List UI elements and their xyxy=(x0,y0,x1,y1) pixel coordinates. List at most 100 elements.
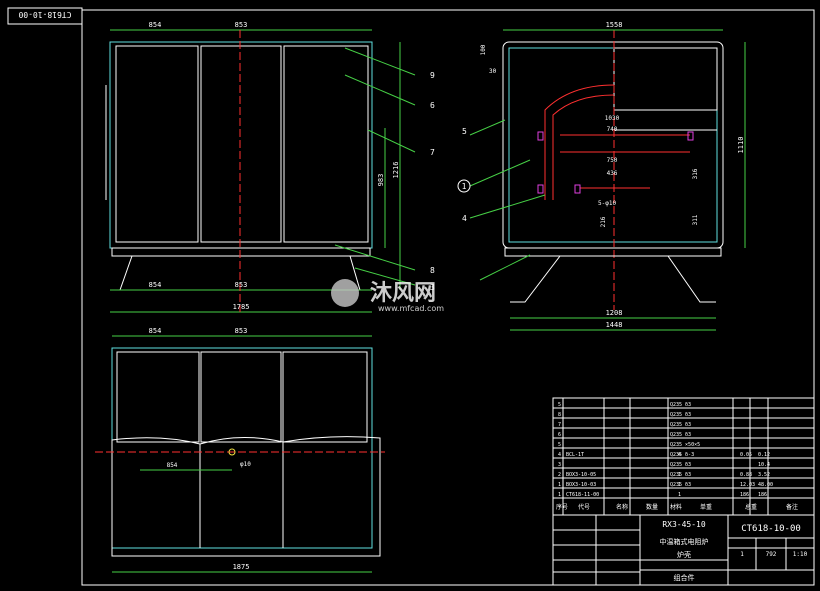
front-dim-height-2: 1216 xyxy=(392,162,400,179)
bom-cell: 6 xyxy=(558,432,561,438)
balloon-7: 7 xyxy=(430,148,435,157)
leader-9 xyxy=(344,47,416,76)
bom-cell: 4 xyxy=(678,452,681,458)
watermark-brand: 沐风网 xyxy=(370,281,436,306)
bom-cell: 5 xyxy=(558,402,561,408)
leader-7 xyxy=(367,129,416,153)
bom-cell: Q235 δ3 xyxy=(670,462,691,468)
bom-cell: 186 xyxy=(758,492,767,498)
tb-title-1: 中温箱式电阻炉 xyxy=(660,537,709,546)
front-leg-left xyxy=(110,255,133,291)
front-dim-mid-a: 854 xyxy=(149,281,162,289)
bottom-dim-total-label: 1875 xyxy=(233,563,250,571)
front-outer-frame xyxy=(109,41,373,249)
side-dim-top-label: 1558 xyxy=(606,21,623,29)
side-leg-left xyxy=(510,255,562,303)
bottom-hole xyxy=(228,448,236,456)
front-view: 854 853 854 853 1785 983 1216 xyxy=(105,21,401,313)
side-terminal-2 xyxy=(537,184,544,194)
title-block: RX3-45-10 中温箱式电阻炉 炉壳 组合件 CT618-10-00 1 7… xyxy=(553,514,814,585)
bottom-hole-label: φ10 xyxy=(240,461,251,468)
front-dim-top-b: 853 xyxy=(235,21,248,29)
side-dim-d2: 740 xyxy=(607,126,618,133)
bom-cell: 8 xyxy=(558,412,561,418)
leader-6 xyxy=(344,74,416,106)
side-dim-d1: 1030 xyxy=(605,115,620,122)
side-terminal-1 xyxy=(537,131,544,141)
bottom-panel-right xyxy=(282,351,368,443)
bom-header-no: 序号 xyxy=(556,503,568,511)
bom-cell: CT618-11-00 xyxy=(566,492,599,498)
bom-cell: Q235 δ-3 xyxy=(670,452,694,458)
side-dim-d8: 30 xyxy=(489,68,497,75)
front-dim-height-1: 983 xyxy=(377,174,385,187)
bom-cell: 186 xyxy=(740,492,749,498)
bom-header-note: 备注 xyxy=(786,503,798,511)
side-hole-label: 5-φ10 xyxy=(598,200,616,207)
side-terminal-3 xyxy=(687,131,694,141)
bom-cell: 0.88 xyxy=(740,472,752,478)
front-dim-mid-b: 853 xyxy=(235,281,248,289)
bom-cell: 48.00 xyxy=(758,482,773,488)
leader-5 xyxy=(469,119,506,136)
leader-4 xyxy=(469,194,546,219)
tb-drawing-no: CT618-10-00 xyxy=(741,524,801,534)
bom-cell: 3 xyxy=(558,462,561,468)
tb-title-2: 炉壳 xyxy=(677,550,691,559)
side-terminal-4 xyxy=(574,184,581,194)
bom-cell: Q235 δ3 xyxy=(670,402,691,408)
side-arch-inner xyxy=(552,94,615,200)
corner-code-box xyxy=(7,7,83,25)
side-leg-right xyxy=(667,255,716,303)
side-outer-frame xyxy=(502,41,724,249)
front-panel-right xyxy=(283,45,369,243)
front-panel-mid xyxy=(200,45,282,243)
side-arch-outer xyxy=(544,84,615,200)
balloon-8: 8 xyxy=(430,266,435,275)
side-dim-d9: 100 xyxy=(480,44,487,55)
side-top-panel xyxy=(613,47,718,111)
bom-cell: 1 xyxy=(678,482,681,488)
side-base xyxy=(504,247,722,257)
bom-cell: BCL-1T xyxy=(566,452,584,458)
bottom-view: 854 853 1875 854 φ10 xyxy=(95,327,385,573)
tb-sheet: 1 xyxy=(740,551,744,558)
bom-cell: 0.05 xyxy=(740,452,752,458)
corner-code: CT618-10-00 xyxy=(18,10,71,19)
side-dim-h1-label: 1110 xyxy=(737,137,745,154)
bom-cell: 2 xyxy=(558,472,561,478)
bom-cell: 3.52 xyxy=(758,472,770,478)
bottom-cutaway xyxy=(111,436,381,557)
side-dim-d4: 436 xyxy=(607,170,618,177)
leader-8 xyxy=(334,244,416,271)
bottom-panel-mid xyxy=(200,351,282,443)
tb-weight: 792 xyxy=(766,551,777,558)
bom-cell: BOX3-10-05 xyxy=(566,472,596,478)
bom-cell: 4 xyxy=(558,452,561,458)
bom-cell: 1 xyxy=(558,492,561,498)
bom-cell: Q235 δ3 xyxy=(670,432,691,438)
tb-scale: 1:10 xyxy=(793,551,808,558)
side-inner-frame xyxy=(508,47,718,243)
bom-cell: Q235 δ3 xyxy=(670,482,691,488)
bom-cell: 7 xyxy=(558,422,561,428)
bom-header-code: 代号 xyxy=(578,503,590,511)
balloon-5: 5 xyxy=(462,127,467,136)
side-dim-d7: 311 xyxy=(692,214,699,225)
balloon-3: 3 xyxy=(430,283,435,292)
balloon-1: 1 xyxy=(462,182,467,191)
side-dim-d5: 216 xyxy=(600,216,607,227)
bottom-panel-left xyxy=(116,351,200,443)
bom-cell: 10.4 xyxy=(758,462,770,468)
side-dim-d3: 750 xyxy=(607,157,618,164)
bom-header-qty: 数量 xyxy=(646,503,658,511)
bom-header-total_w: 总重 xyxy=(745,503,757,511)
side-dim-inner-label: 1208 xyxy=(606,309,623,317)
bom-cell: Q235 ×50×5 xyxy=(670,442,700,448)
front-base xyxy=(111,247,371,257)
front-dim-total: 1785 xyxy=(233,303,250,311)
sheet-border xyxy=(81,9,815,586)
bom-cell: 5 xyxy=(558,442,561,448)
